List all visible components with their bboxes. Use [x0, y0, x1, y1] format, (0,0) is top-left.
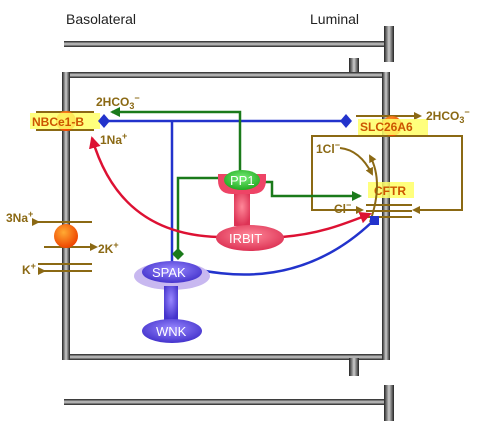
hco3-right: 2HCO3− [426, 107, 470, 125]
spak-site-diamond [172, 248, 184, 260]
nbce1b-transporter: NBCe1-B [30, 111, 100, 131]
nbce1b-label: NBCe1-B [32, 115, 84, 129]
luminal-ion-loop [311, 135, 463, 223]
green-pathway [110, 107, 362, 252]
cftr-label: CFTR [374, 184, 406, 198]
pp1-irbit-complex [216, 170, 284, 251]
hco3-left: 2HCO3− [96, 93, 140, 111]
blue-pathway [104, 119, 373, 276]
nak-pump [32, 218, 98, 275]
slc26a6-site-diamond [340, 114, 352, 128]
luminal-label: Luminal [310, 11, 359, 27]
irbit-label: IRBIT [229, 231, 262, 246]
nbce1b-site-diamond [98, 114, 110, 128]
cl-label: Cl− [334, 200, 351, 216]
top-membrane [64, 26, 394, 74]
k-label: K+ [22, 261, 36, 277]
na3-label: 3Na+ [6, 209, 33, 225]
wnk-label: WNK [156, 324, 187, 339]
spak-wnk-complex [134, 261, 210, 343]
red-pathway [89, 136, 372, 239]
cl1-label: 1Cl− [316, 140, 340, 156]
k2-label: 2K+ [98, 240, 119, 256]
basolateral-label: Basolateral [66, 11, 136, 27]
slc26a6-transporter: SLC26A6 [356, 112, 428, 137]
cftr-site-square [370, 216, 379, 225]
na-left: 1Na+ [100, 131, 127, 147]
pp1-label: PP1 [230, 173, 255, 188]
slc26a6-label: SLC26A6 [360, 120, 413, 134]
spak-label: SPAK [152, 265, 186, 280]
bottom-membrane [64, 385, 394, 421]
